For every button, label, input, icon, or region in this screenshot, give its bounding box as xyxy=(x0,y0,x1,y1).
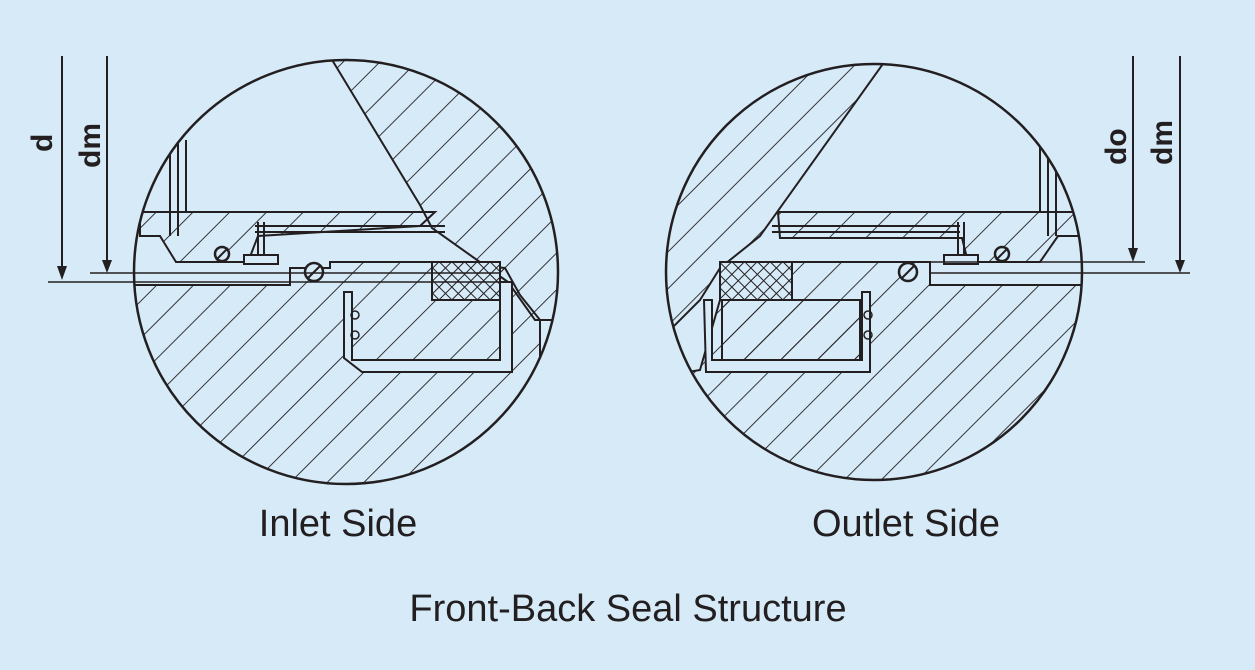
outlet-dim-do-label: do xyxy=(1100,128,1133,165)
diagram-title: Front-Back Seal Structure xyxy=(409,588,846,630)
outlet-detail-circle xyxy=(664,62,1084,482)
inlet-dim-d-label: d xyxy=(26,134,59,152)
outlet-disc xyxy=(776,211,1082,263)
outlet-packing xyxy=(719,261,793,301)
inlet-dim-dm-label: dm xyxy=(74,123,107,168)
inlet-detail-circle xyxy=(132,58,560,486)
inlet-retainer-groove xyxy=(343,281,513,373)
inlet-side-detail: d dm Inlet Side xyxy=(26,56,560,545)
inlet-caption: Inlet Side xyxy=(259,503,417,545)
inlet-packing xyxy=(431,261,501,301)
outlet-side-detail: do dm Outlet Side xyxy=(664,56,1190,545)
outlet-caption: Outlet Side xyxy=(812,503,1000,545)
outlet-dim-dm-label: dm xyxy=(1146,120,1179,165)
inlet-disc xyxy=(139,211,438,263)
